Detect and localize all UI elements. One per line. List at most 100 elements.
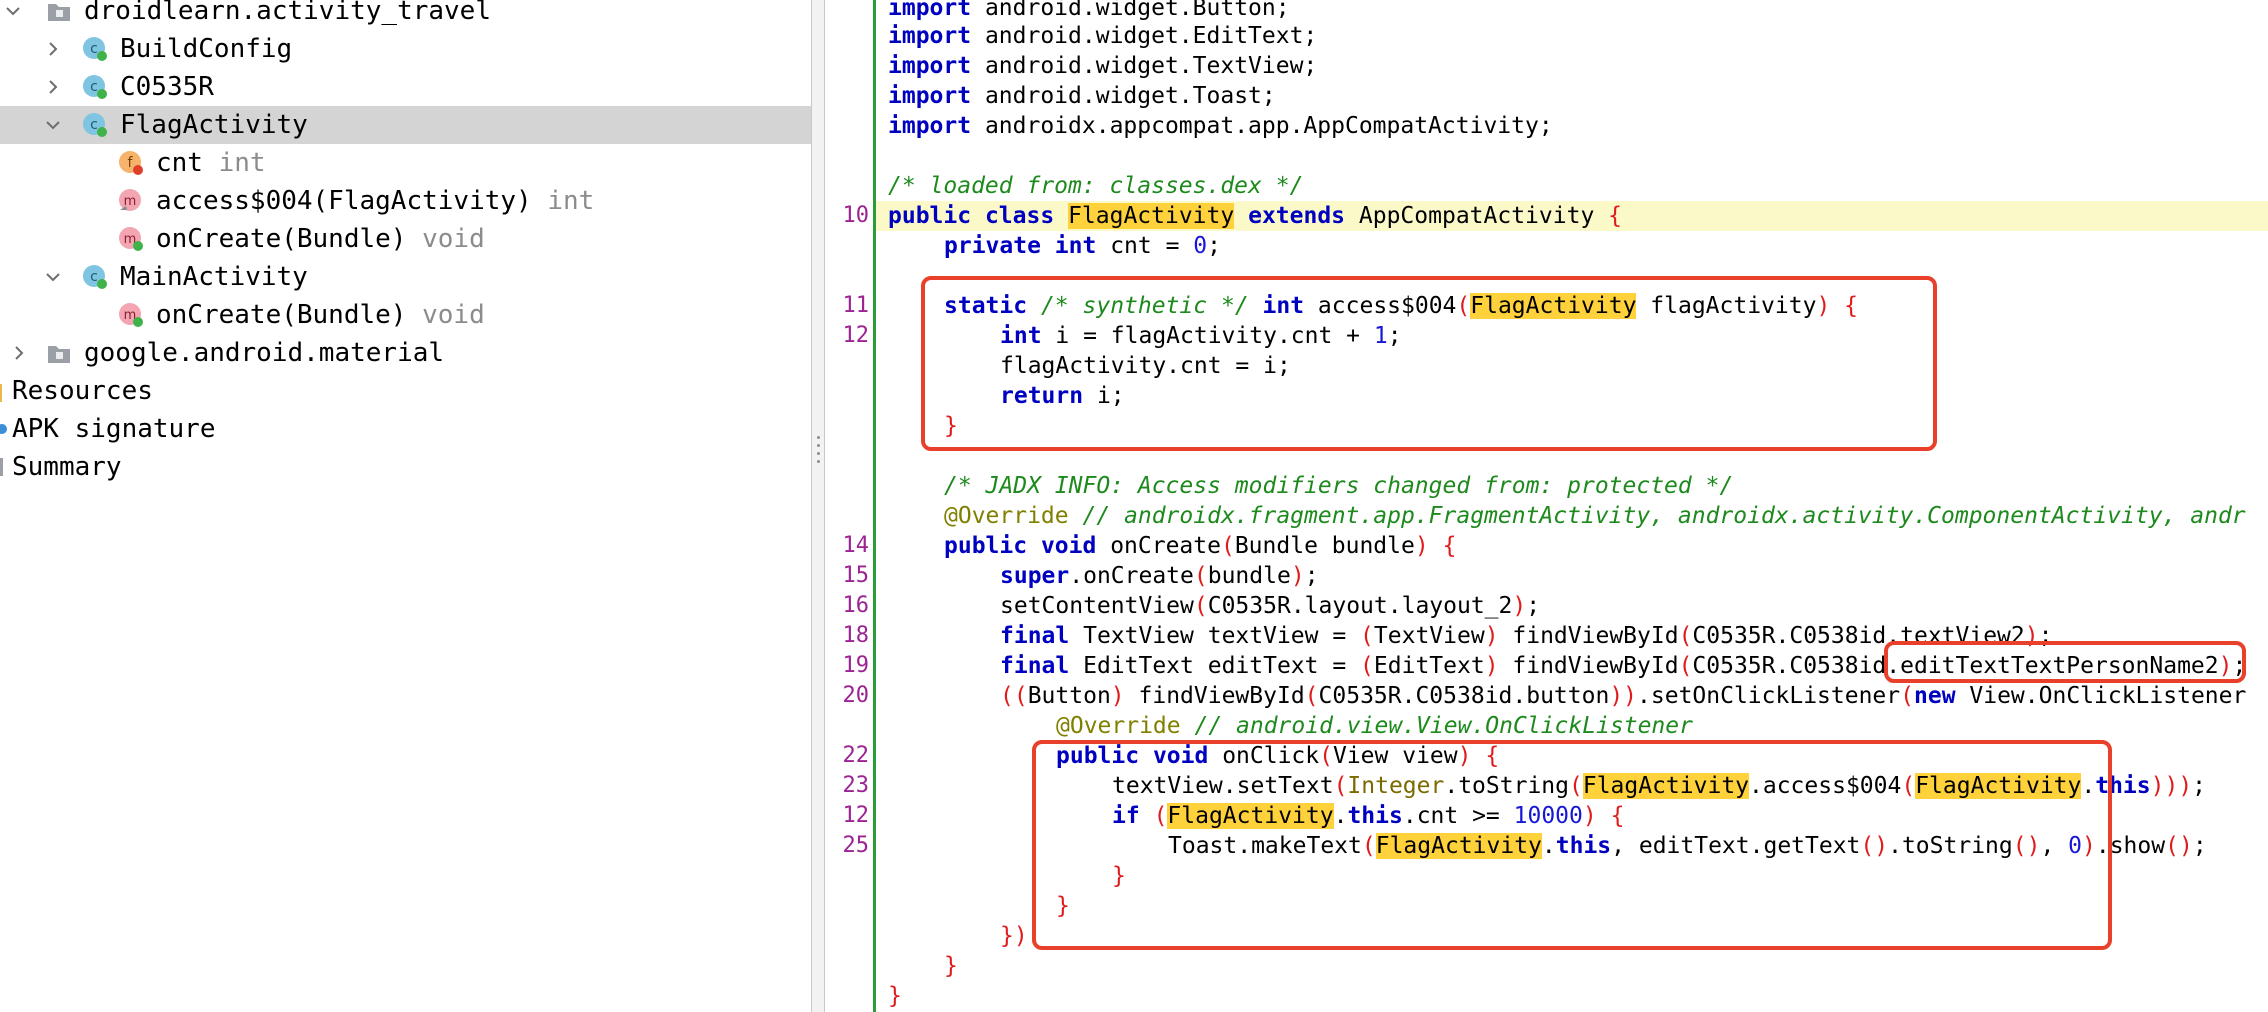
line-number: 16	[842, 593, 870, 618]
tree-item-resources[interactable]: Resources	[0, 372, 811, 410]
class-icon: c	[82, 112, 108, 138]
code-line: Toast.makeText(FlagActivity.this, editTe…	[1168, 833, 2207, 859]
tree-item-type: int	[218, 148, 266, 178]
tree-item-label: droidlearn.activity_travel	[84, 0, 491, 26]
splitter-grip-dot	[817, 444, 820, 447]
summary-icon	[0, 454, 6, 480]
tree-item-label: APK signature	[12, 414, 216, 444]
line-number: 25	[842, 833, 870, 858]
tree-item-method-oncreate[interactable]: m onCreate(Bundle) void	[0, 220, 811, 258]
svg-text:c: c	[90, 117, 98, 133]
field-icon: f	[118, 150, 144, 176]
tree-item-label: BuildConfig	[120, 34, 293, 64]
method-icon: m	[118, 188, 144, 214]
tree-item-label: cnt	[156, 148, 203, 178]
code-line-class-decl: public class FlagActivity extends AppCom…	[888, 203, 1623, 229]
gutter-change-bar	[873, 0, 876, 1012]
tree-item-apk-signature[interactable]: APK signature	[0, 410, 811, 448]
svg-text:c: c	[90, 41, 98, 57]
tree-item-flagactivity[interactable]: c FlagActivity	[0, 106, 811, 144]
class-icon: c	[82, 74, 108, 100]
code-line: import android.widget.EditText;	[888, 23, 1318, 49]
code-line: }	[888, 983, 902, 1009]
tree-item-label: FlagActivity	[120, 110, 308, 140]
code-line: public void onClick(View view) {	[1056, 743, 1500, 769]
signature-icon	[0, 416, 8, 442]
tree-item-mainactivity[interactable]: c MainActivity	[0, 258, 811, 296]
tree-item-method-access004[interactable]: m access$004(FlagActivity) int	[0, 182, 811, 220]
code-line: }	[944, 953, 958, 979]
tree-item-package-material[interactable]: google.android.material	[0, 334, 811, 372]
panel-splitter[interactable]	[811, 0, 825, 1012]
line-number: 18	[842, 623, 870, 648]
tree-item-package-droidlearn[interactable]: droidlearn.activity_travel	[0, 0, 811, 30]
chevron-down-icon[interactable]	[46, 118, 60, 132]
code-line: }	[944, 413, 958, 439]
code-line: int i = flagActivity.cnt + 1;	[1000, 323, 1402, 349]
line-number: 14	[842, 533, 870, 558]
code-editor[interactable]: import android.widget.Button; import and…	[876, 0, 2268, 1012]
splitter-grip-dot	[817, 436, 820, 439]
tree-item-field-cnt[interactable]: f cnt int	[0, 144, 811, 182]
tree-item-summary[interactable]: Summary	[0, 448, 811, 486]
code-line: final TextView textView = (TextView) fin…	[1000, 623, 2053, 649]
code-line: })	[1000, 923, 1028, 949]
tree-item-buildconfig[interactable]: c BuildConfig	[0, 30, 811, 68]
code-line: setContentView(C0535R.layout.layout_2);	[1000, 593, 1541, 619]
tree-item-label: C0535R	[120, 72, 214, 102]
svg-text:c: c	[90, 269, 98, 285]
line-number: 10	[842, 203, 870, 228]
tree-item-type: void	[422, 300, 485, 330]
splitter-grip-dot	[817, 452, 820, 455]
line-number: 23	[842, 773, 870, 798]
chevron-down-icon[interactable]	[6, 4, 20, 18]
chevron-right-icon[interactable]	[46, 42, 60, 56]
method-icon: m	[118, 302, 144, 328]
svg-text:m: m	[124, 308, 137, 323]
code-line: import androidx.appcompat.app.AppCompatA…	[888, 113, 1553, 139]
code-comment: /* JADX INFO: Access modifiers changed f…	[944, 473, 1734, 499]
code-line: }	[1056, 893, 1070, 919]
code-line: ((Button) findViewById(C0535R.C0538id.bu…	[1000, 683, 2247, 709]
class-icon: c	[82, 264, 108, 290]
splitter-grip-dot	[817, 460, 820, 463]
line-number: 11	[842, 293, 870, 318]
code-line: textView.setText(Integer.toString(FlagAc…	[1112, 773, 2207, 799]
line-number: 12	[842, 323, 870, 348]
tree-item-label: Resources	[12, 376, 153, 406]
tree-item-method-oncreate-main[interactable]: m onCreate(Bundle) void	[0, 296, 811, 334]
chevron-right-icon[interactable]	[46, 80, 60, 94]
code-line: flagActivity.cnt = i;	[1000, 353, 1291, 379]
tree-item-c0535r[interactable]: c C0535R	[0, 68, 811, 106]
code-line: static /* synthetic */ int access$004(Fl…	[944, 293, 1859, 319]
tree-item-label: Summary	[12, 452, 122, 482]
code-line: if (FlagActivity.this.cnt >= 10000) {	[1112, 803, 1625, 829]
tree-item-label: google.android.material	[84, 338, 445, 368]
code-line: return i;	[1000, 383, 1125, 409]
line-number: 19	[842, 653, 870, 678]
code-line: @Override // android.view.View.OnClickLi…	[1056, 713, 1693, 739]
package-icon	[46, 0, 72, 24]
code-line: public void onCreate(Bundle bundle) {	[944, 533, 1457, 559]
code-line: @Override // androidx.fragment.app.Fragm…	[944, 503, 2246, 529]
svg-text:f: f	[128, 155, 134, 171]
chevron-right-icon[interactable]	[12, 346, 26, 360]
svg-text:c: c	[90, 79, 98, 95]
code-line: private int cnt = 0;	[944, 233, 1221, 259]
code-line: import android.widget.Toast;	[888, 83, 1276, 109]
class-icon: c	[82, 36, 108, 62]
package-icon	[46, 340, 72, 366]
code-line: super.onCreate(bundle);	[1000, 563, 1319, 589]
line-number: 20	[842, 683, 870, 708]
code-line: }	[1112, 863, 1126, 889]
svg-text:m: m	[124, 194, 137, 209]
project-tree[interactable]: droidlearn.activity_travel c BuildConfig…	[0, 0, 811, 1012]
tree-item-type: int	[547, 186, 595, 216]
tree-item-label: access$004(FlagActivity)	[156, 186, 532, 216]
code-comment: /* loaded from: classes.dex */	[888, 173, 1304, 199]
chevron-down-icon[interactable]	[46, 270, 60, 284]
tree-item-label: onCreate(Bundle)	[156, 224, 407, 254]
line-number-gutter: 10 11 12 14 15 16 18 19 20 22 23 12 25	[825, 0, 875, 1012]
line-number: 22	[842, 743, 870, 768]
code-line: import android.widget.Button;	[888, 0, 1290, 21]
